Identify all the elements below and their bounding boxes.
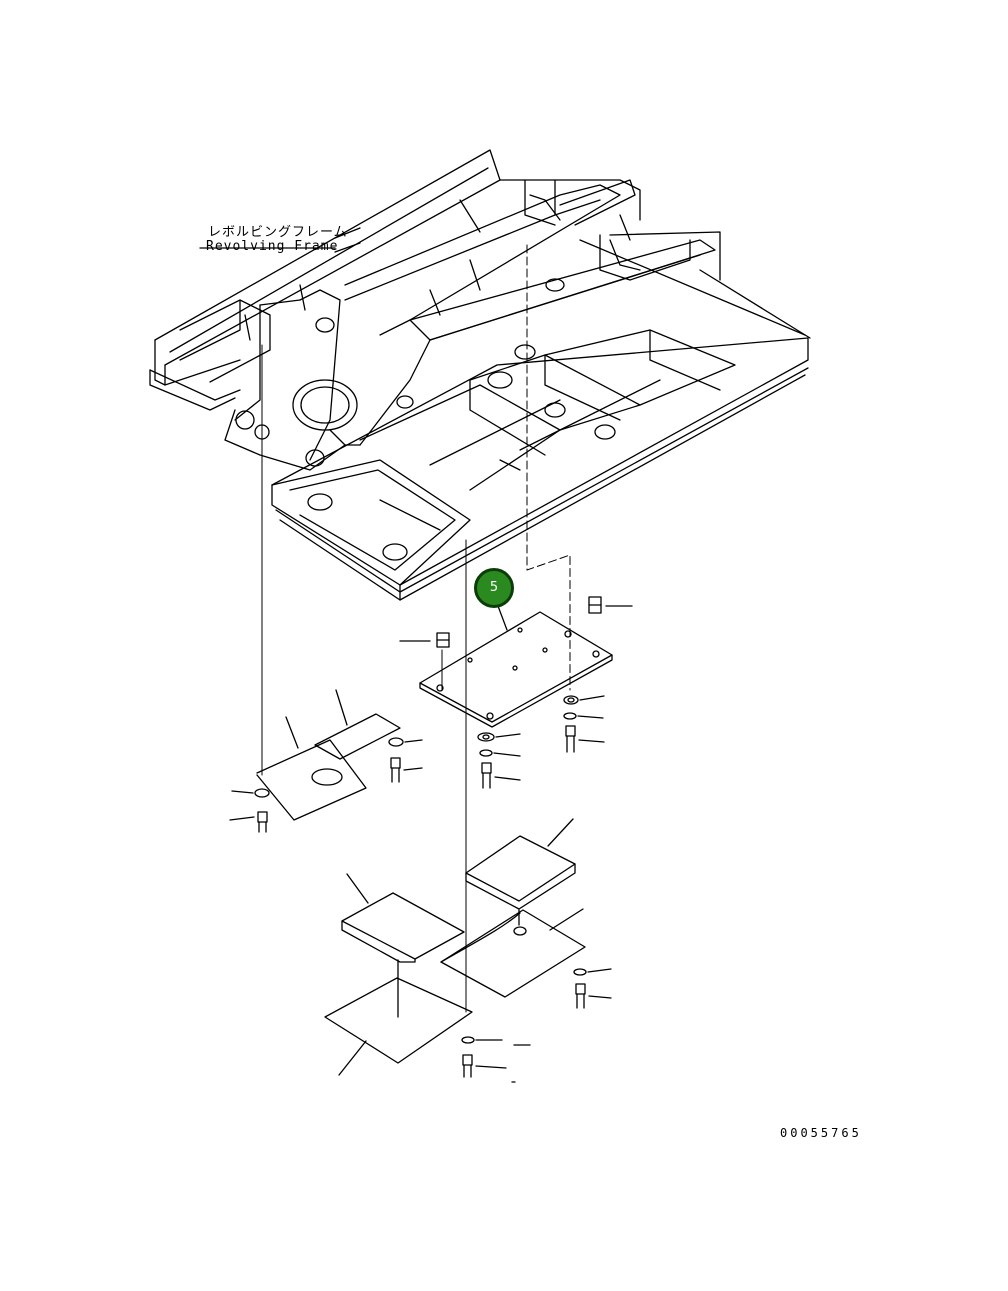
frame-label-english: Revolving Frame xyxy=(206,239,339,254)
fastener-stack-center xyxy=(477,732,521,789)
fastener-stack-mid-left xyxy=(388,737,423,783)
callout-badge-5[interactable]: 5 xyxy=(474,568,514,608)
drawing-number: 00055765 xyxy=(780,1126,862,1140)
lower-right-pad xyxy=(465,818,576,910)
collar-bolt-left xyxy=(399,632,450,648)
label-leader-lines xyxy=(199,227,361,253)
lower-left-pad xyxy=(341,873,465,963)
lower-right-plate xyxy=(440,908,586,998)
frame-label-japanese: レボルビングフレーム xyxy=(208,225,348,240)
fastener-stack-right xyxy=(563,695,605,753)
revolving-frame xyxy=(149,149,811,601)
alignment-lines xyxy=(261,244,571,1013)
collar-bolt-right xyxy=(588,596,633,614)
callout-number: 5 xyxy=(489,580,499,595)
fastener-stack-lower-right xyxy=(573,968,612,1009)
lower-left-plate xyxy=(324,959,473,1076)
left-strip-plate xyxy=(314,689,401,760)
main-cover-plate xyxy=(419,605,613,728)
fastener-stack-lower-center xyxy=(461,1036,531,1083)
fastener-stack-left xyxy=(229,788,270,833)
left-cover-plate xyxy=(256,716,367,821)
